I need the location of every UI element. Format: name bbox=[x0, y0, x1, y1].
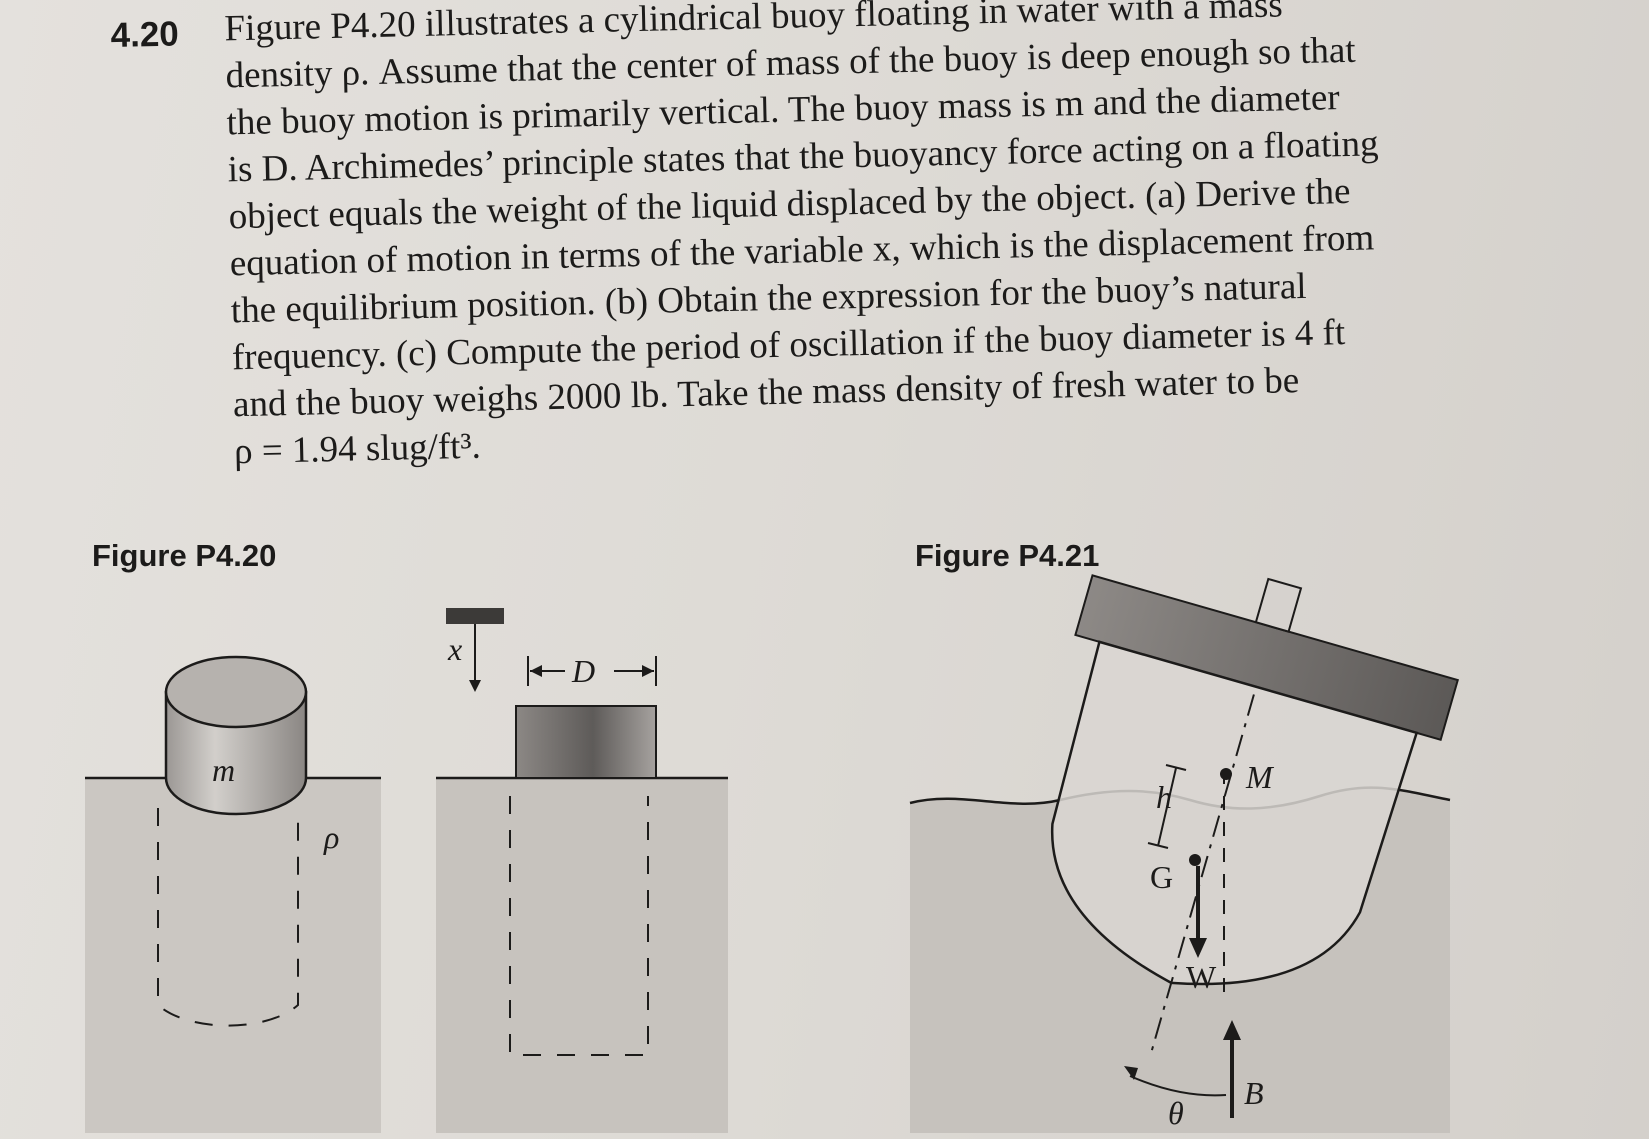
figure-p4-21-caption: Figure P4.21 bbox=[915, 538, 1100, 573]
weight-label: W bbox=[1186, 959, 1217, 995]
metacenter-label: M bbox=[1245, 759, 1275, 795]
x-arrow-head bbox=[469, 680, 481, 692]
h-dimension bbox=[1157, 767, 1177, 847]
gravity-center-point bbox=[1189, 854, 1201, 866]
buoyancy-arrow-head bbox=[1223, 1020, 1241, 1040]
figure-p4-21: M G h W B θ bbox=[909, 574, 1460, 1133]
density-label: ρ bbox=[323, 819, 339, 855]
submerged-block-outline bbox=[509, 796, 649, 1056]
water-region-left bbox=[85, 778, 381, 1133]
h-tick-bottom bbox=[1147, 842, 1169, 849]
theta-arc bbox=[1129, 1075, 1227, 1097]
buoy-side-block bbox=[515, 705, 657, 779]
height-label: h bbox=[1156, 779, 1172, 815]
diameter-label: D bbox=[571, 653, 595, 689]
buoyancy-label: B bbox=[1244, 1075, 1264, 1111]
d-arrow-left bbox=[530, 665, 542, 677]
water-region-block bbox=[436, 778, 728, 1133]
d-arrow-right bbox=[642, 665, 654, 677]
mass-label: m bbox=[212, 752, 235, 788]
figure-p4-20: m ρ x D bbox=[85, 608, 728, 1133]
theta-arc-head bbox=[1124, 1066, 1138, 1080]
weight-arrow-head bbox=[1189, 938, 1207, 958]
h-tick-top bbox=[1165, 764, 1187, 771]
ship-mast bbox=[1254, 577, 1303, 633]
displacement-label: x bbox=[447, 631, 462, 667]
angle-label: θ bbox=[1168, 1095, 1184, 1131]
metacenter-point bbox=[1220, 768, 1232, 780]
figure-p4-20-caption: Figure P4.20 bbox=[92, 538, 277, 573]
ship-body bbox=[1050, 574, 1460, 1051]
ship-centerline bbox=[1150, 694, 1255, 1051]
gravity-center-label: G bbox=[1150, 859, 1173, 895]
submerged-outline bbox=[157, 808, 299, 1027]
buoy-top bbox=[164, 655, 308, 729]
reference-plate bbox=[446, 608, 504, 624]
